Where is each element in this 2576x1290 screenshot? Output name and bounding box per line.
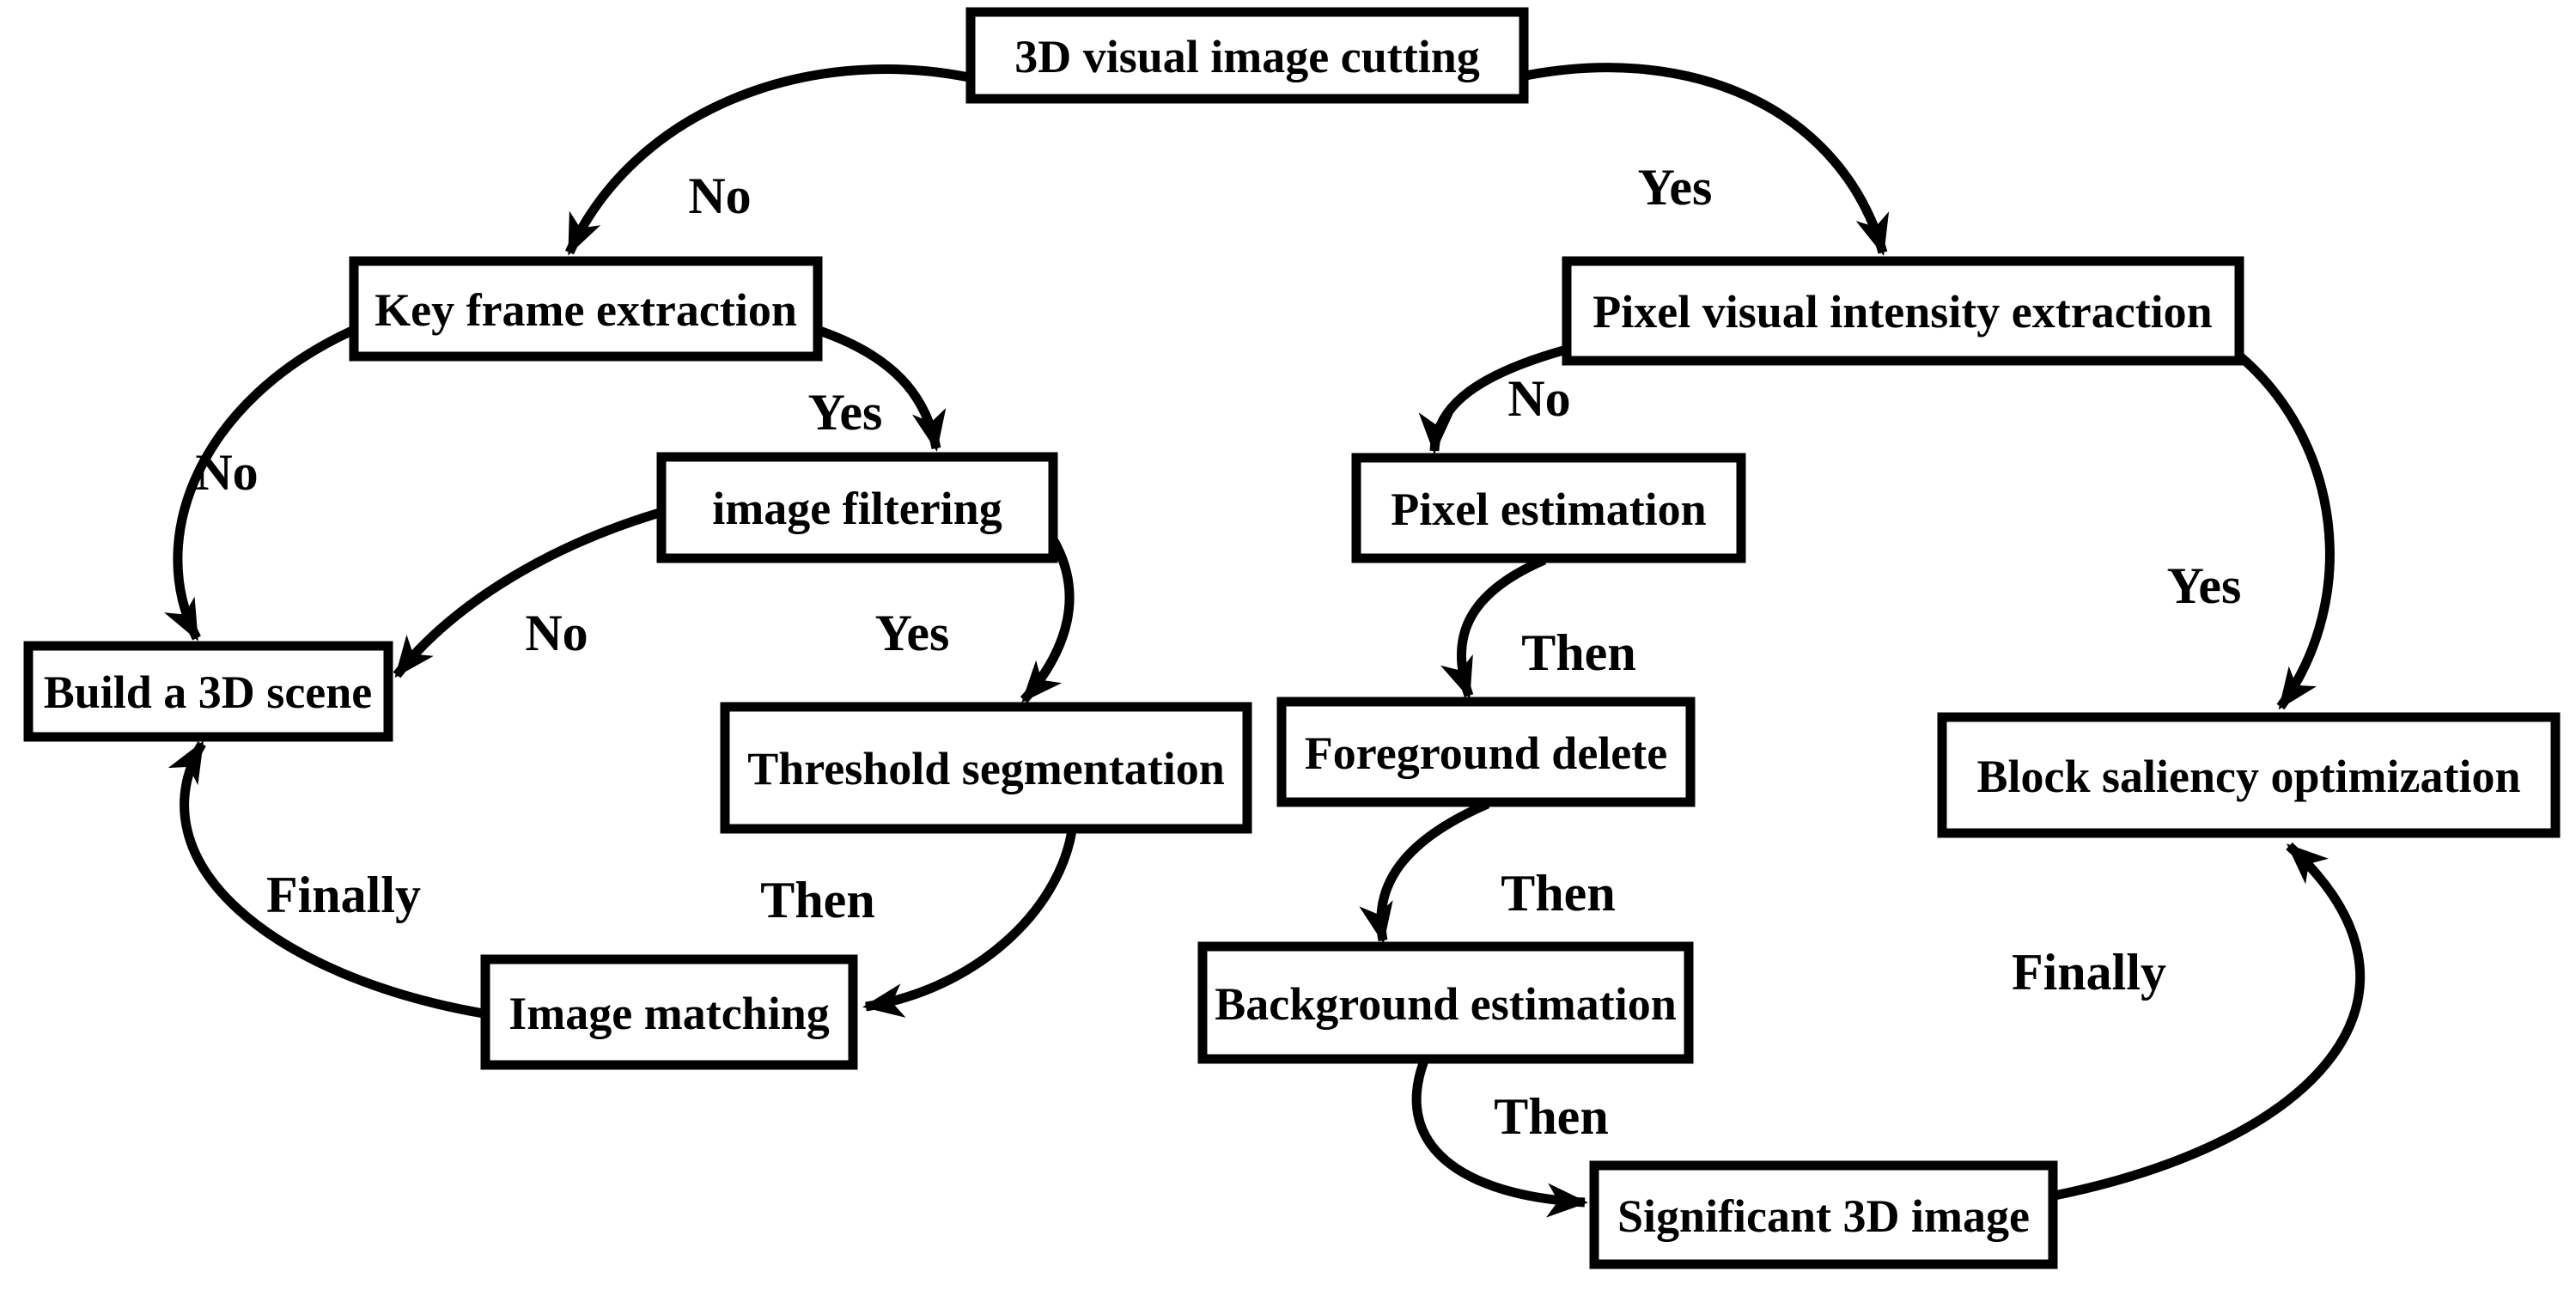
- node-box-keyframe: [349, 256, 823, 362]
- node-pixelvis: Pixel visual intensity extraction: [1562, 256, 2244, 366]
- node-box-cut3d: [965, 7, 1529, 104]
- node-label-background: Background estimation: [1215, 978, 1677, 1030]
- edge-imgmatch-build3d: [167, 740, 484, 1019]
- node-label-build3d: Build a 3D scene: [44, 666, 373, 718]
- node-foreground: Foreground delete: [1276, 697, 1696, 807]
- edge-cut3d-pixelvis: [1524, 63, 1890, 256]
- node-label-significant: Significant 3D image: [1617, 1190, 2030, 1242]
- edge-pixelest-foreground: [1440, 555, 1547, 699]
- edge-pixelvis-pixelest: [1418, 345, 1565, 454]
- edge-label-then-4: Then: [1494, 1088, 1608, 1145]
- node-label-threshold: Threshold segmentation: [747, 743, 1225, 794]
- edge-foreground-background: [1359, 799, 1490, 944]
- edge-label-then-1: Then: [760, 872, 874, 928]
- edge-significant-blocksal: [2053, 842, 2366, 1201]
- edge-label-finally-1: Finally: [266, 867, 421, 923]
- node-box-foreground: [1276, 697, 1696, 807]
- edge-label-then-2: Then: [1521, 624, 1635, 681]
- node-label-pixelvis: Pixel visual intensity extraction: [1592, 286, 2212, 338]
- edge-label-yes-3: Yes: [875, 605, 950, 661]
- node-box-blocksal: [1937, 712, 2561, 838]
- node-box-significant: [1589, 1160, 2058, 1269]
- node-box-threshold: [720, 702, 1252, 834]
- edge-cut3d-keyframe: [564, 64, 971, 256]
- edge-label-no-4: No: [1507, 370, 1570, 427]
- edge-label-then-3: Then: [1501, 865, 1615, 922]
- edge-imgfilter-threshold: [1020, 537, 1075, 703]
- node-box-imgfilter: [656, 452, 1058, 563]
- edge-label-no-1: No: [688, 167, 751, 224]
- node-box-imgmatch: [480, 954, 858, 1070]
- node-blocksal: Block saliency optimization: [1937, 712, 2561, 838]
- node-box-background: [1197, 941, 1694, 1064]
- node-label-foreground: Foreground delete: [1305, 727, 1667, 779]
- node-keyframe: Key frame extraction: [349, 256, 823, 362]
- node-label-cut3d: 3D visual image cutting: [1014, 31, 1480, 82]
- edge-keyframe-imgfilter: [818, 326, 947, 452]
- node-imgfilter: image filtering: [656, 452, 1058, 563]
- edge-label-yes-1: Yes: [1638, 159, 1713, 216]
- edge-keyframe-build3d: [164, 326, 355, 642]
- node-threshold: Threshold segmentation: [720, 702, 1252, 834]
- edge-threshold-imgmatch: [862, 830, 1077, 1018]
- node-label-blocksal: Block saliency optimization: [1977, 751, 2521, 802]
- node-label-imgfilter: image filtering: [712, 483, 1002, 534]
- node-label-imgmatch: Image matching: [509, 988, 829, 1039]
- edge-label-finally-2: Finally: [2012, 944, 2166, 1001]
- node-pixelest: Pixel estimation: [1351, 453, 1746, 563]
- node-background: Background estimation: [1197, 941, 1694, 1064]
- node-cut3d: 3D visual image cutting: [965, 7, 1529, 104]
- edge-label-no-3: No: [525, 605, 588, 661]
- node-group: 3D visual image cutting Key frame extrac…: [23, 7, 2561, 1269]
- node-box-pixelest: [1351, 453, 1746, 563]
- node-build3d: Build a 3D scene: [23, 641, 393, 742]
- edge-label-yes-4: Yes: [2167, 557, 2242, 614]
- edge-group: [164, 63, 2366, 1218]
- edge-label-group: No Yes Yes No No Yes Then Finally No The…: [195, 159, 2241, 1145]
- edge-imgfilter-build3d: [393, 508, 661, 678]
- node-box-pixelvis: [1562, 256, 2244, 366]
- node-significant: Significant 3D image: [1589, 1160, 2058, 1269]
- edge-label-yes-2: Yes: [808, 384, 883, 441]
- node-imgmatch: Image matching: [480, 954, 858, 1070]
- edge-pixelvis-blocksal: [2237, 352, 2335, 710]
- node-label-keyframe: Key frame extraction: [375, 284, 797, 336]
- edge-background-significant: [1411, 1059, 1588, 1218]
- node-box-build3d: [23, 641, 393, 742]
- edge-label-no-2: No: [195, 444, 258, 501]
- node-label-pixelest: Pixel estimation: [1391, 484, 1706, 535]
